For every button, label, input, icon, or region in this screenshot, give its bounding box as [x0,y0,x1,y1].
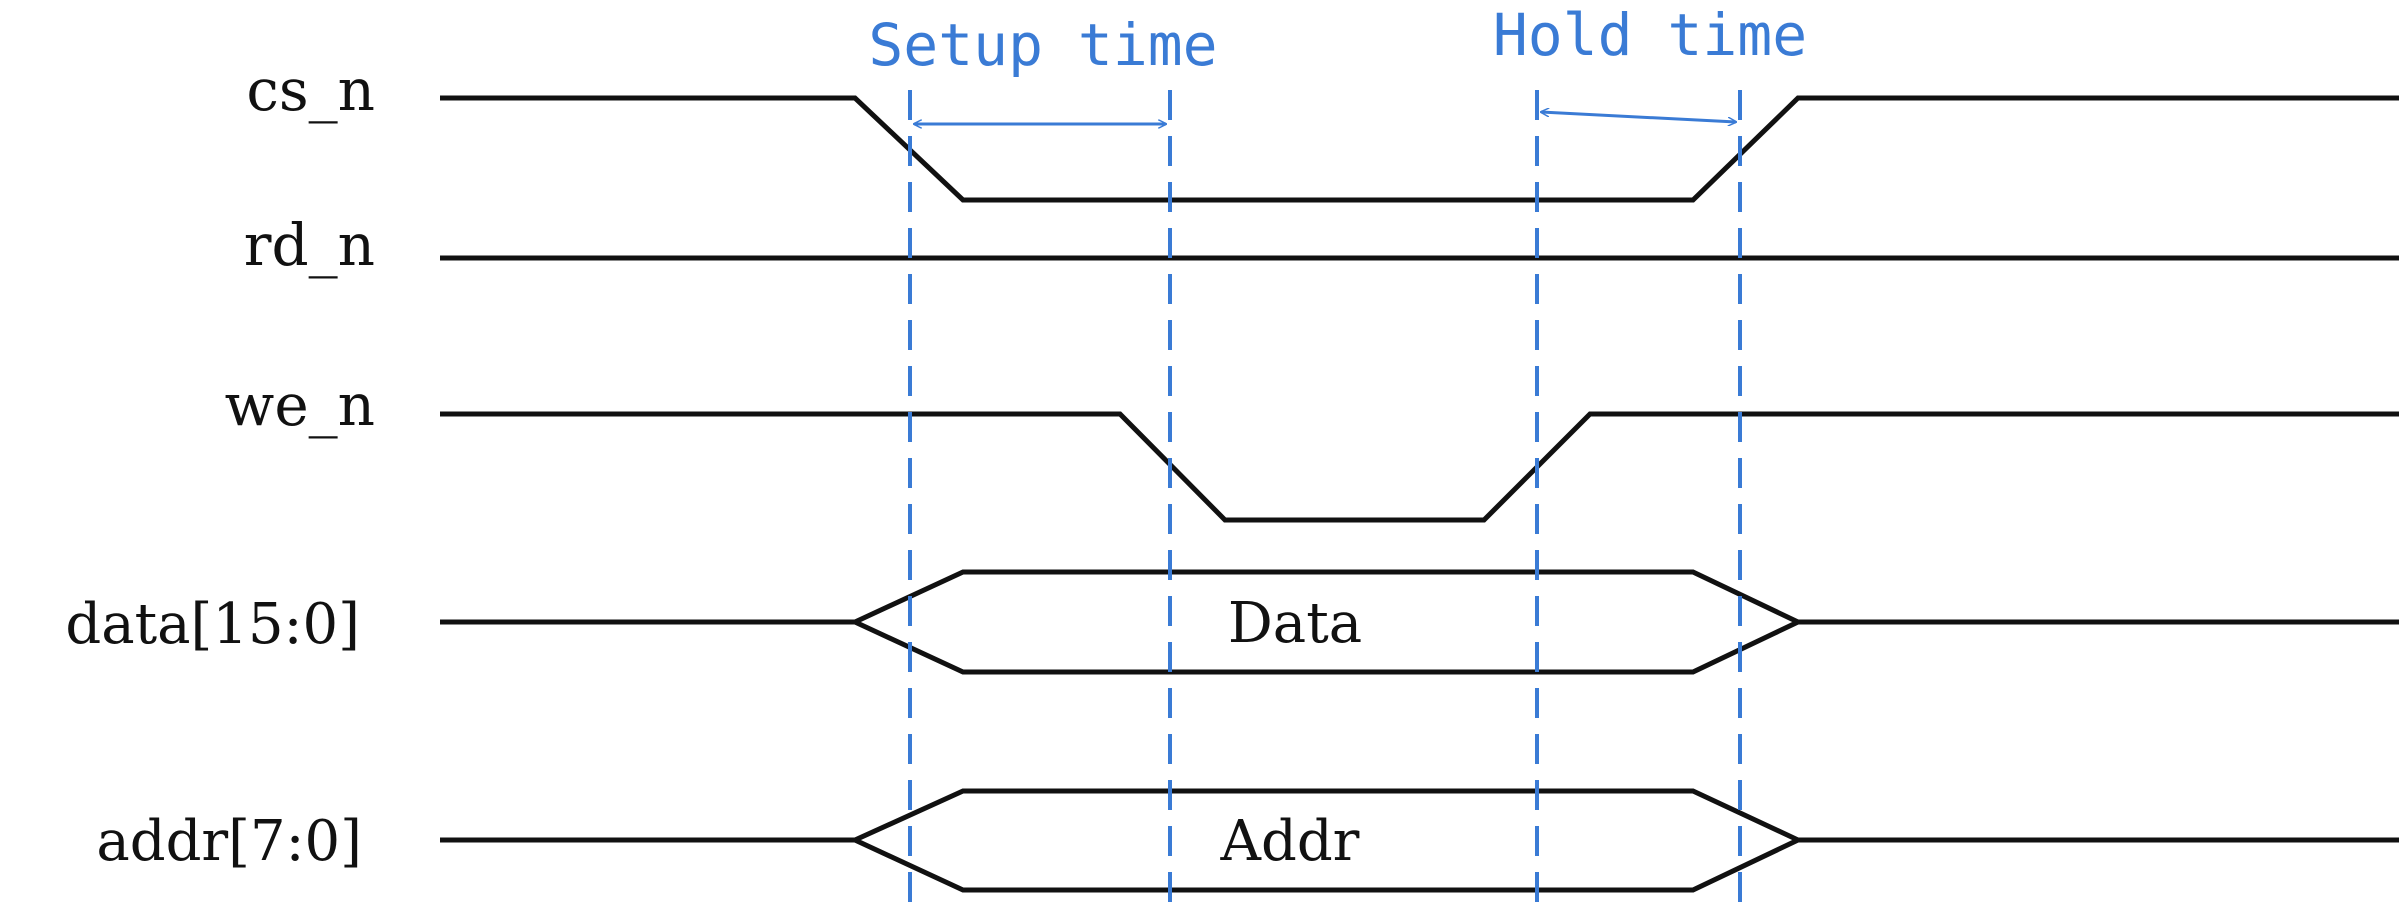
waveforms [440,95,2399,893]
addr-bus-waveform [440,788,2399,893]
signal-label-addr-bus: addr[7:0] [96,809,362,874]
data-bus-value: Data [1228,591,1362,656]
hold-time-label: Hold time [1493,1,1807,69]
signal-label-we-n: we_n [225,371,375,439]
signal-label-cs-n: cs_n [246,56,375,124]
signal-label-rd-n: rd_n [244,211,375,279]
signal-label-data-bus: data[15:0] [65,592,360,657]
data-bus-waveform [440,569,2399,675]
setup-time-label: Setup time [868,11,1217,79]
addr-bus-value: Addr [1220,809,1360,874]
we-n-waveform [440,411,2399,523]
cs-n-waveform [440,95,2399,203]
hold-time-arrow [1541,112,1736,122]
